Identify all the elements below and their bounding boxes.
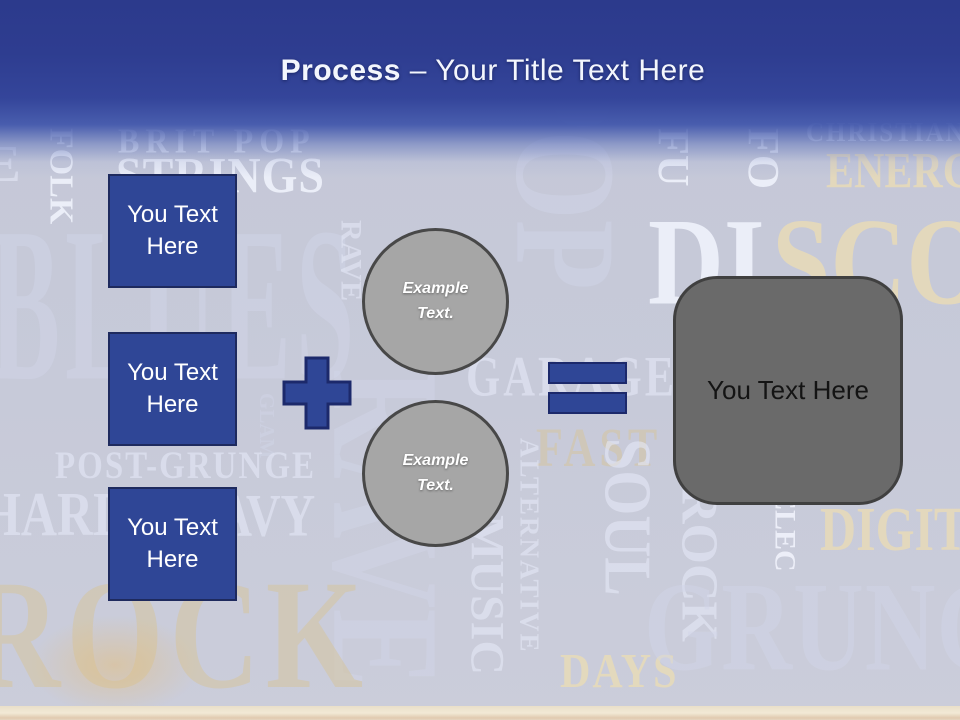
example-circle-1[interactable]: Example Text.: [362, 228, 509, 375]
equals-bar-top: [548, 362, 627, 384]
title-subtitle: – Your Title Text Here: [400, 54, 706, 87]
slide-title: Process – Your Title Text Here: [13, 54, 960, 88]
header-band: [0, 0, 960, 178]
example-circle-2[interactable]: Example Text.: [362, 400, 509, 547]
title-keyword: Process: [280, 54, 401, 87]
plus-icon[interactable]: [282, 356, 352, 430]
bottom-border-strip: [0, 706, 960, 720]
example-circle-1-label: Example Text.: [402, 279, 469, 322]
result-box[interactable]: You Text Here: [673, 276, 903, 505]
input-box-3-label: You Text Here: [127, 513, 218, 573]
input-box-1[interactable]: You Text Here: [108, 174, 237, 288]
input-box-2-label: You Text Here: [127, 358, 218, 418]
equals-bar-bottom: [548, 392, 627, 414]
example-circle-2-label: Example Text.: [402, 451, 469, 494]
input-box-2[interactable]: You Text Here: [108, 332, 237, 446]
result-box-label: You Text Here: [707, 375, 869, 405]
equals-icon[interactable]: [548, 362, 627, 422]
input-box-3[interactable]: You Text Here: [108, 487, 237, 601]
input-box-1-label: You Text Here: [127, 200, 218, 260]
